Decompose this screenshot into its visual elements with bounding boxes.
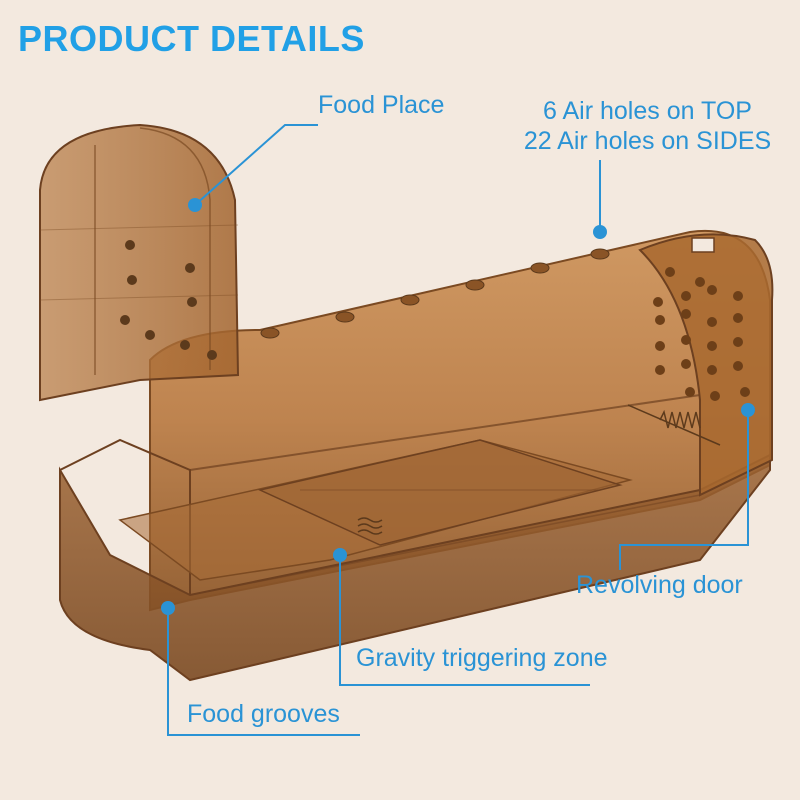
label-gravity-zone: Gravity triggering zone xyxy=(356,644,608,672)
trap-body xyxy=(59,229,774,682)
label-revolving-door: Revolving door xyxy=(576,571,743,599)
page-title: PRODUCT DETAILS xyxy=(18,18,365,59)
callout-lines xyxy=(167,124,749,736)
top-air-holes xyxy=(260,248,610,339)
food-place-lid xyxy=(39,123,240,402)
label-air-holes-top: 6 Air holes on TOP xyxy=(543,97,752,125)
label-food-grooves: Food grooves xyxy=(187,700,340,728)
callout-dots xyxy=(161,198,755,615)
label-air-holes-sides: 22 Air holes on SIDES xyxy=(523,127,772,155)
label-air-holes: 6 Air holes on TOP 22 Air holes on SIDES xyxy=(505,96,790,156)
label-food-place: Food Place xyxy=(318,91,445,119)
revolving-door-spring xyxy=(627,404,721,446)
